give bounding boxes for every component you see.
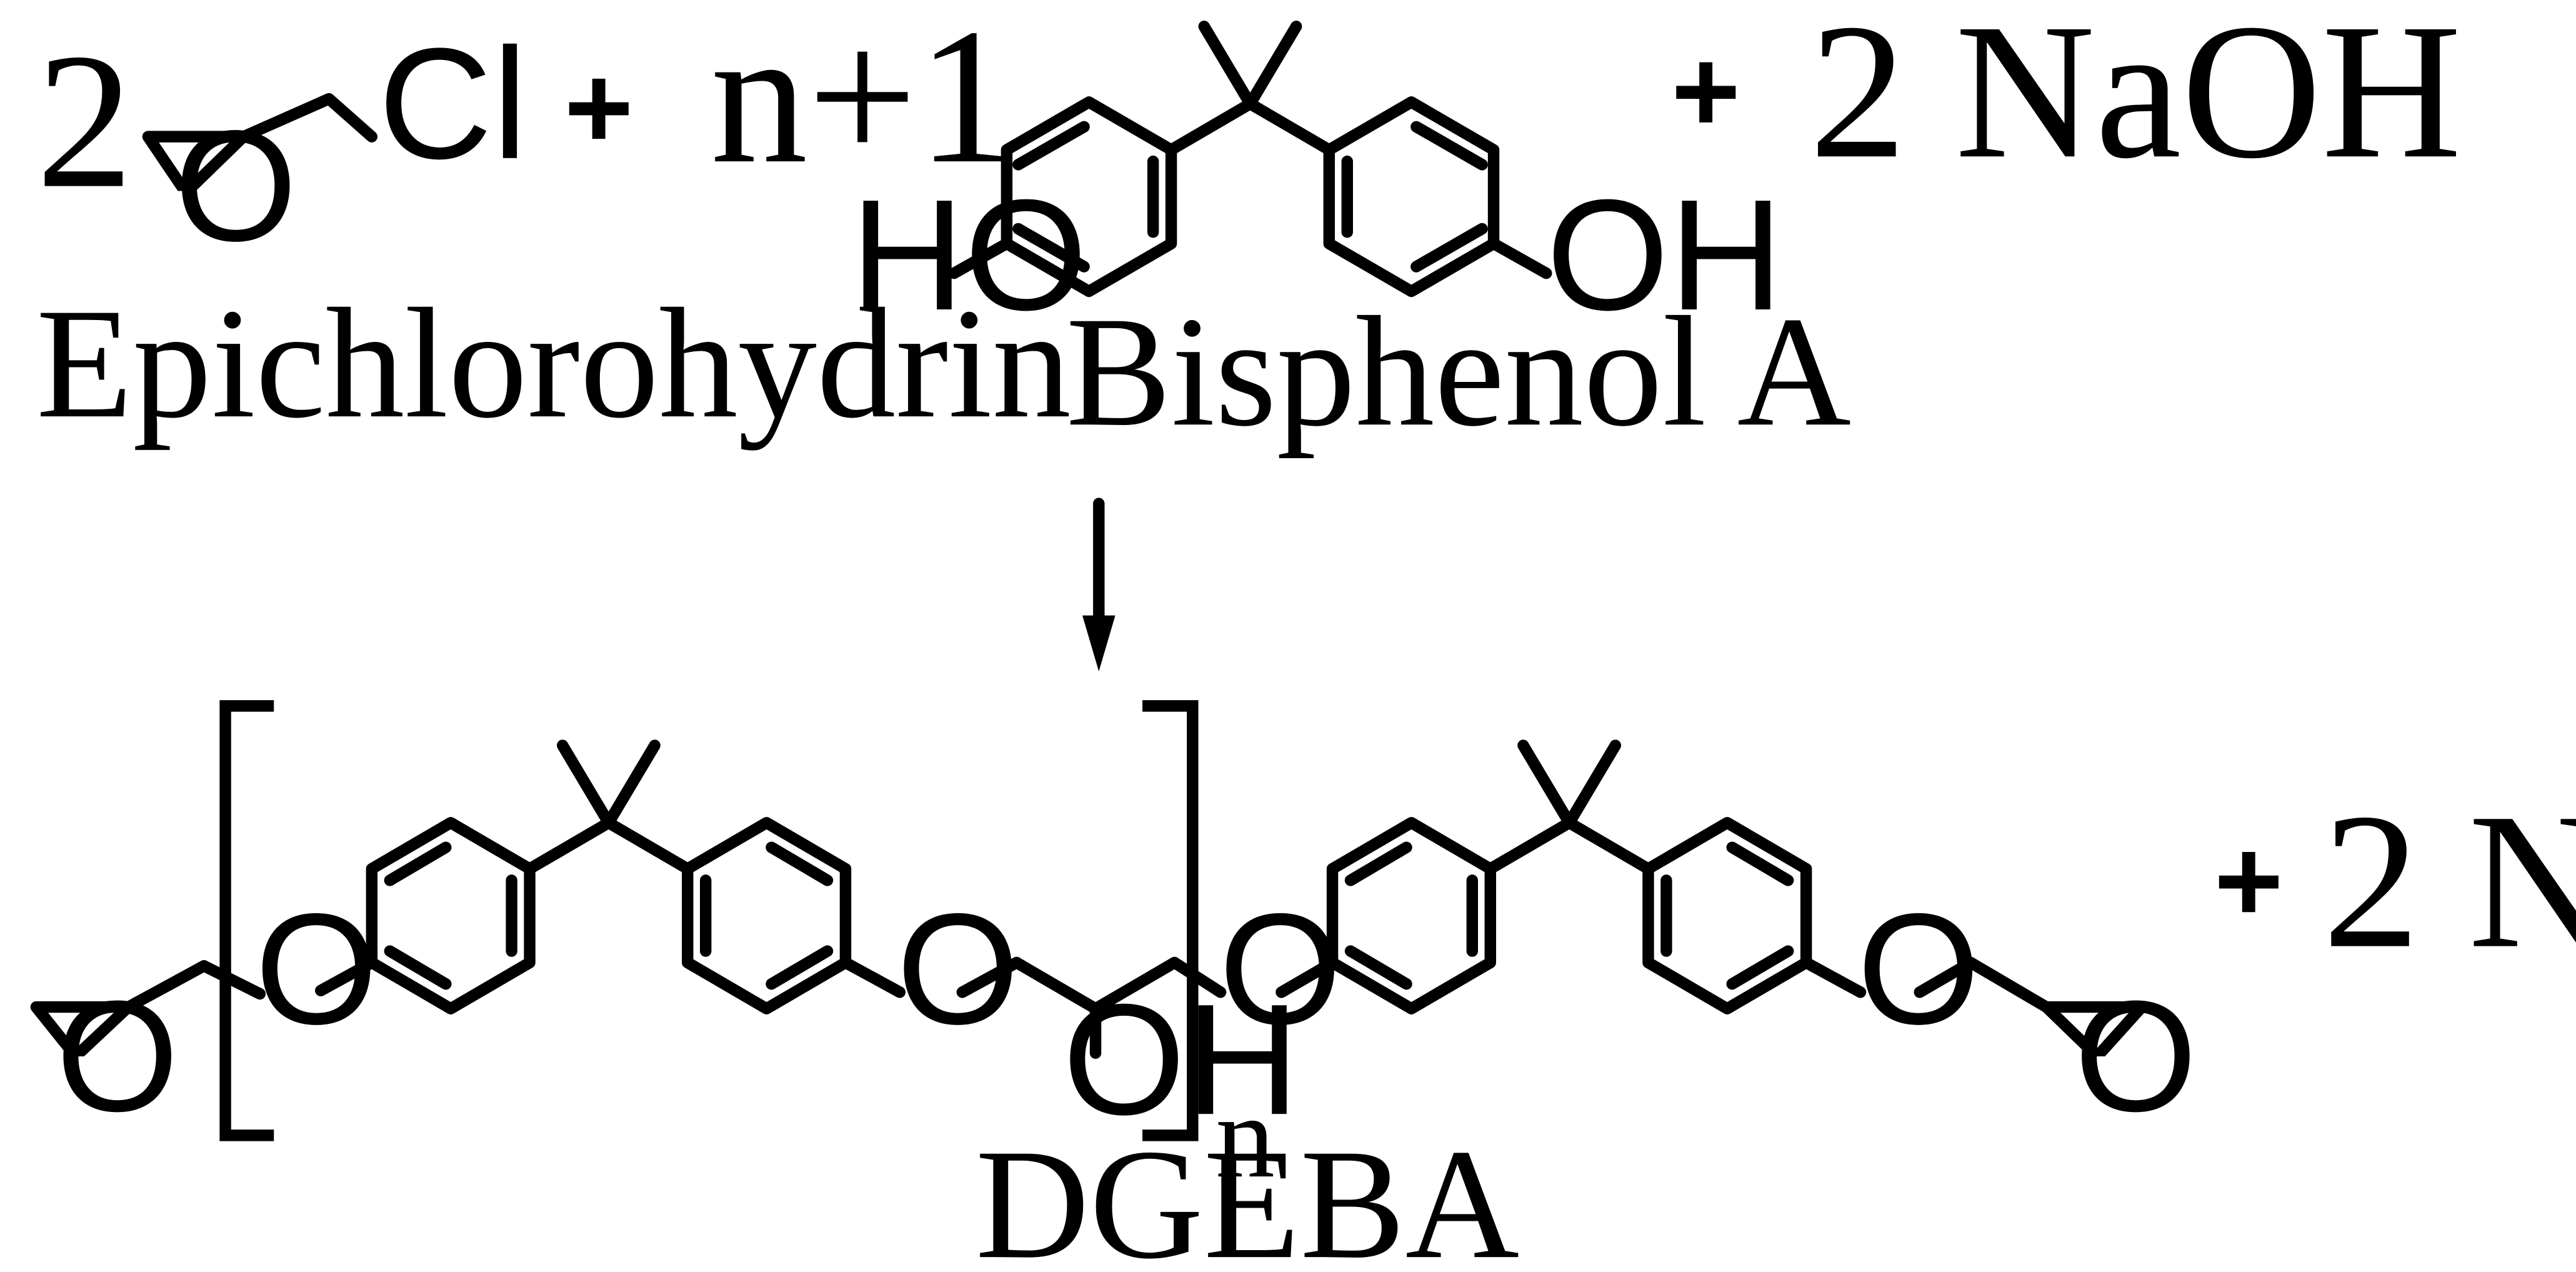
bisphenol-a-label: Bisphenol A — [1066, 284, 1851, 459]
sodium-chloride: 2 NaCl — [2323, 774, 2576, 989]
repeat-unit-subscript: n — [1216, 1071, 1275, 1202]
plus-sign-3: + — [2214, 814, 2284, 947]
epichlorohydrin-oxygen: O — [174, 97, 297, 274]
dgeba-epoxide-right-oxygen: O — [2074, 968, 2197, 1144]
bisphenol-a-coefficient: n+1 — [711, 0, 1014, 204]
epichlorohydrin-coefficient: 2 — [36, 14, 133, 229]
bisphenol-a-left-hydroxyl: HO — [851, 166, 1087, 343]
bisphenol-a-structure: n+1 HO OH Bisphenol A — [711, 0, 1851, 459]
epichlorohydrin-chlorine: Cl — [378, 15, 527, 192]
dgeba-structure: O O O OH n O — [30, 700, 2197, 1272]
dgeba-hydroxyl: OH — [1062, 971, 1299, 1148]
plus-sign-2: + — [1671, 25, 1740, 158]
bisphenol-a-right-hydroxyl: OH — [1546, 166, 1783, 343]
dgeba-label: DGEBA — [976, 1116, 1519, 1272]
sodium-hydroxide: 2 NaOH — [1809, 0, 2462, 199]
plus-sign-1: + — [564, 41, 634, 174]
epichlorohydrin-label: Epichlorohydrin — [36, 276, 1071, 451]
reaction-arrow — [1082, 498, 1116, 672]
epichlorohydrin-structure: 2 O Cl Epichlorohydrin — [36, 14, 1071, 451]
